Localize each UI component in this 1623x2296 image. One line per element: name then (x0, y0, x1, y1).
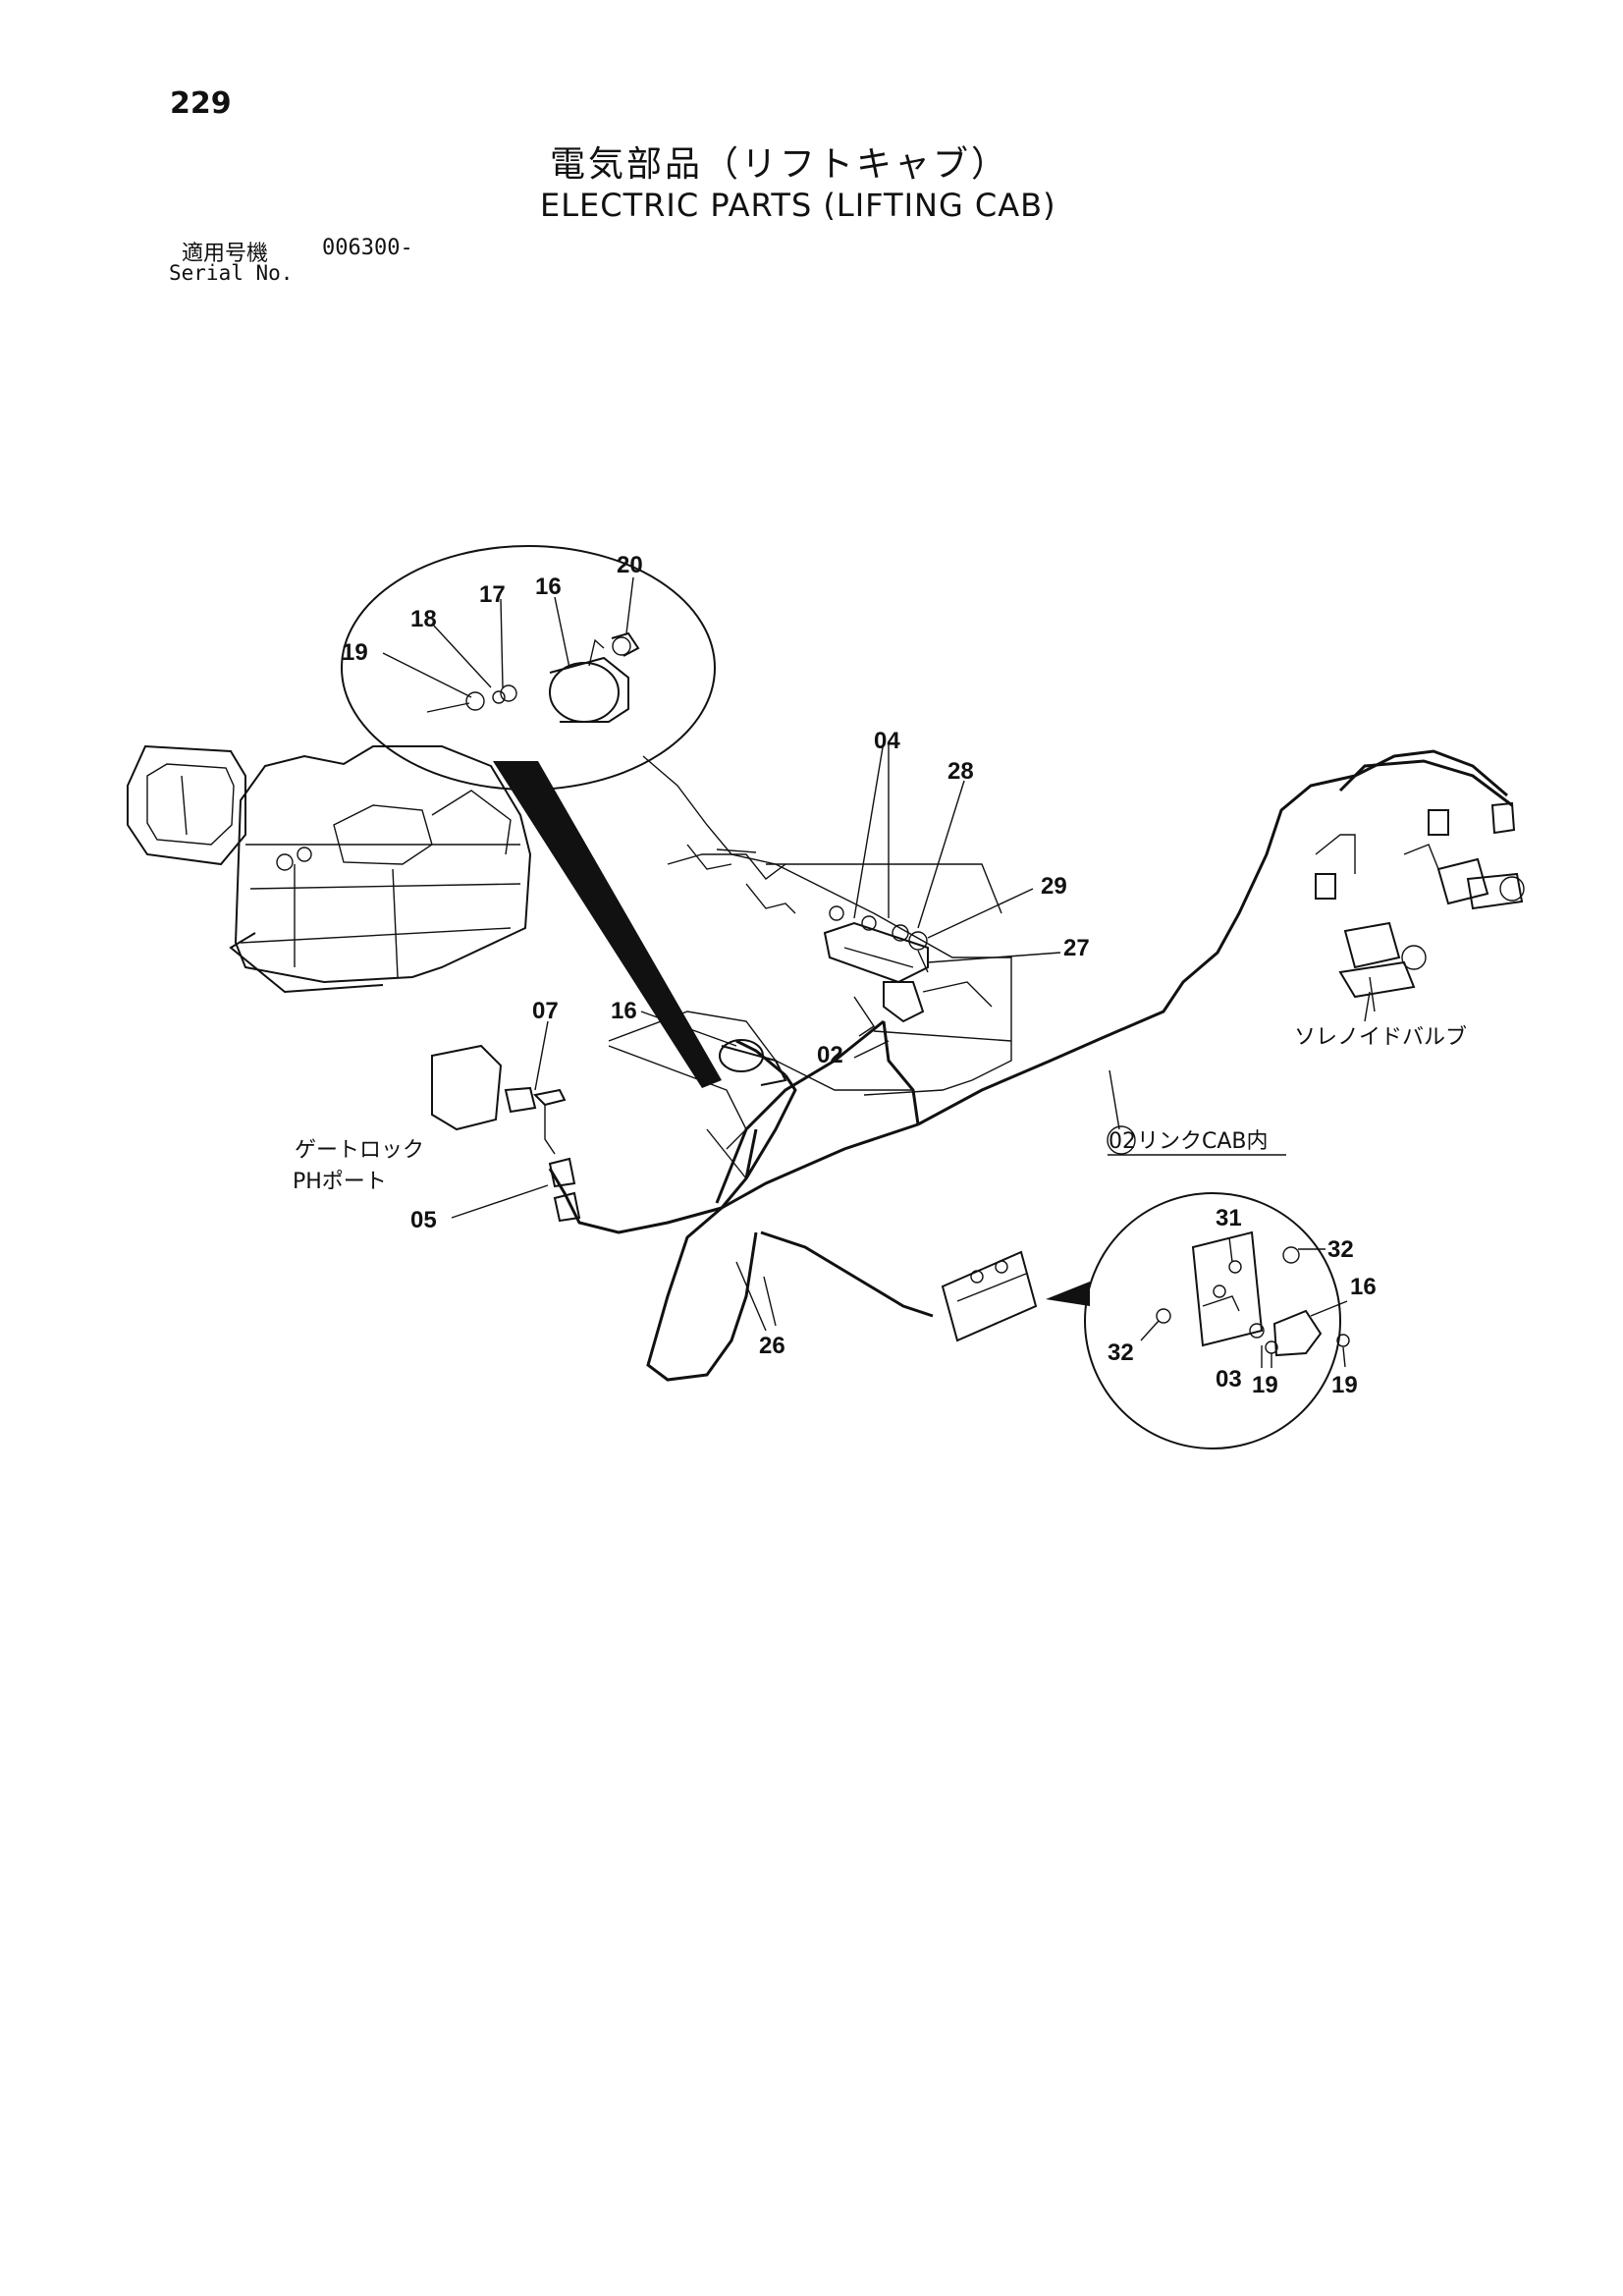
callout-18: 18 (410, 606, 437, 632)
callout-16-bottom: 16 (1350, 1274, 1377, 1300)
solenoid-valves (1315, 801, 1525, 1012)
callout-16-middle: 16 (611, 998, 637, 1024)
note-gate-lock: ゲートロック (295, 1138, 424, 1163)
title-japanese: 電気部品（リフトキャブ） (550, 144, 1010, 185)
leader-lines (451, 740, 1371, 1332)
note-ph-port: PHポート (293, 1170, 387, 1194)
note-link-cab-text: リンクCAB内 (1137, 1129, 1269, 1154)
switch-bracket-lower (941, 1250, 1090, 1342)
harness-connector (719, 1039, 787, 1086)
callout-26: 26 (759, 1333, 785, 1359)
callout-04: 04 (874, 728, 900, 754)
relay-bracket (823, 905, 993, 1037)
callout-07: 07 (532, 998, 559, 1024)
callout-27: 27 (1063, 935, 1090, 961)
wiring-harness (548, 749, 1513, 1382)
cab-frame (608, 755, 1012, 1179)
callout-29: 29 (1041, 873, 1067, 900)
serial-number-value: 006300- (322, 236, 413, 260)
serial-label-japanese: 適用号機 (182, 242, 269, 266)
gate-lock-connector (431, 1044, 581, 1223)
detail-circle-bottom (1084, 1192, 1350, 1449)
callout-16-top: 16 (535, 574, 562, 600)
callout-20: 20 (617, 552, 643, 578)
callout-19-top: 19 (342, 639, 368, 666)
callout-19-bottom-b: 19 (1331, 1372, 1358, 1398)
callout-32-left: 32 (1108, 1339, 1134, 1366)
excavator-illustration (127, 744, 532, 994)
detail-circle-top (341, 545, 722, 1088)
callout-05: 05 (410, 1207, 437, 1233)
page-number: 229 (170, 86, 232, 121)
note-link-cab-number: 02 (1109, 1129, 1136, 1154)
detail-pointer-top (493, 761, 722, 1088)
serial-label-english: Serial No. (169, 261, 294, 285)
callout-17: 17 (479, 581, 506, 608)
callout-32-right: 32 (1327, 1236, 1354, 1263)
callout-03: 03 (1216, 1366, 1242, 1393)
note-solenoid-valve: ソレノイドバルブ (1294, 1025, 1467, 1050)
callout-19-bottom-a: 19 (1252, 1372, 1278, 1398)
callout-28: 28 (947, 758, 974, 785)
circled-number-02 (1107, 1125, 1136, 1155)
callout-31: 31 (1216, 1205, 1242, 1231)
title-english: ELECTRIC PARTS (LIFTING CAB) (540, 187, 1056, 224)
callout-02: 02 (817, 1042, 843, 1068)
